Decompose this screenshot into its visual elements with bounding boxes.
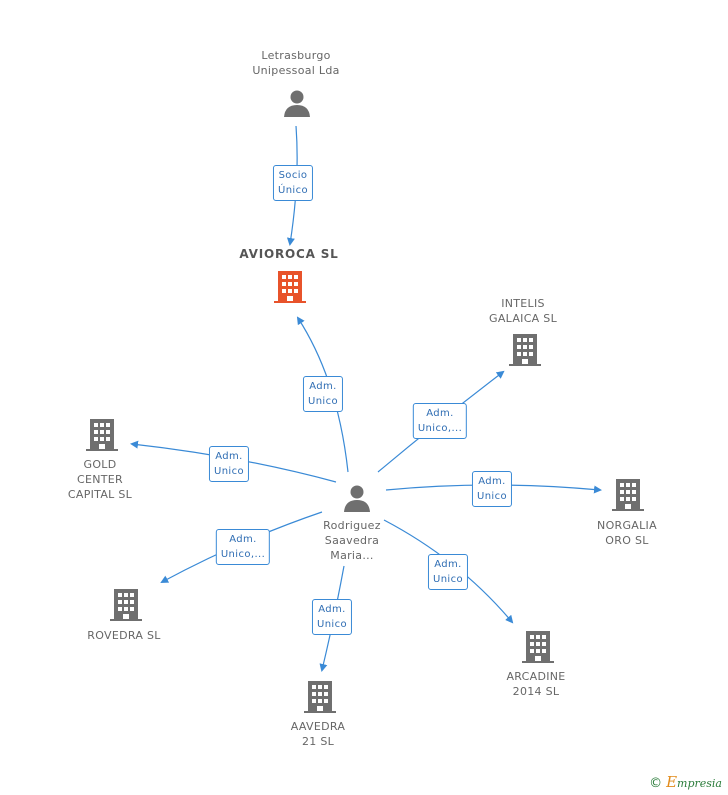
edge-label-intelis[interactable]: Adm. Unico,... (412, 403, 468, 439)
building-icon[interactable] (612, 478, 644, 516)
edge-label-arcadine[interactable]: Adm. Unico (427, 554, 469, 590)
node-label-rovedra[interactable]: ROVEDRA SL (87, 629, 161, 642)
brand-name: mpresia (677, 777, 722, 790)
edge-label-avioroca[interactable]: Adm. Unico (302, 376, 344, 412)
node-label-gold[interactable]: GOLD CENTER CAPITAL SL (67, 458, 133, 501)
edge-label-gold[interactable]: Adm. Unico (208, 446, 250, 482)
edge-label-socio[interactable]: Socio Único (272, 165, 314, 201)
edge-label-aavedra[interactable]: Adm. Unico (311, 599, 353, 635)
edge-label-rovedra[interactable]: Adm. Unico,... (215, 529, 271, 565)
edge-label-norgalia[interactable]: Adm. Unico (471, 471, 513, 507)
person-icon[interactable] (283, 89, 311, 121)
node-label-norgalia[interactable]: NORGALIA ORO SL (597, 519, 657, 547)
node-label-letrasburgo[interactable]: Letrasburgo Unipessoal Lda (252, 49, 340, 77)
node-label-intelis[interactable]: INTELIS GALAICA SL (488, 297, 558, 325)
person-icon[interactable] (343, 484, 371, 516)
node-label-aavedra[interactable]: AAVEDRA 21 SL (290, 720, 346, 748)
building-icon[interactable] (522, 630, 554, 668)
building-icon[interactable] (304, 680, 336, 718)
node-label-avioroca[interactable]: AVIOROCA SL (239, 247, 339, 261)
node-label-arcadine[interactable]: ARCADINE 2014 SL (506, 670, 566, 698)
building-icon[interactable] (86, 418, 118, 456)
copyright-notice: ©Empresia (649, 773, 722, 791)
node-label-rodriguez[interactable]: Rodriguez Saavedra Maria... (323, 519, 381, 562)
building-icon[interactable] (110, 588, 142, 626)
brand-logo-initial: E (666, 773, 678, 791)
building-icon[interactable] (509, 333, 541, 371)
building-icon[interactable] (274, 270, 306, 308)
copyright-symbol: © (649, 776, 663, 791)
